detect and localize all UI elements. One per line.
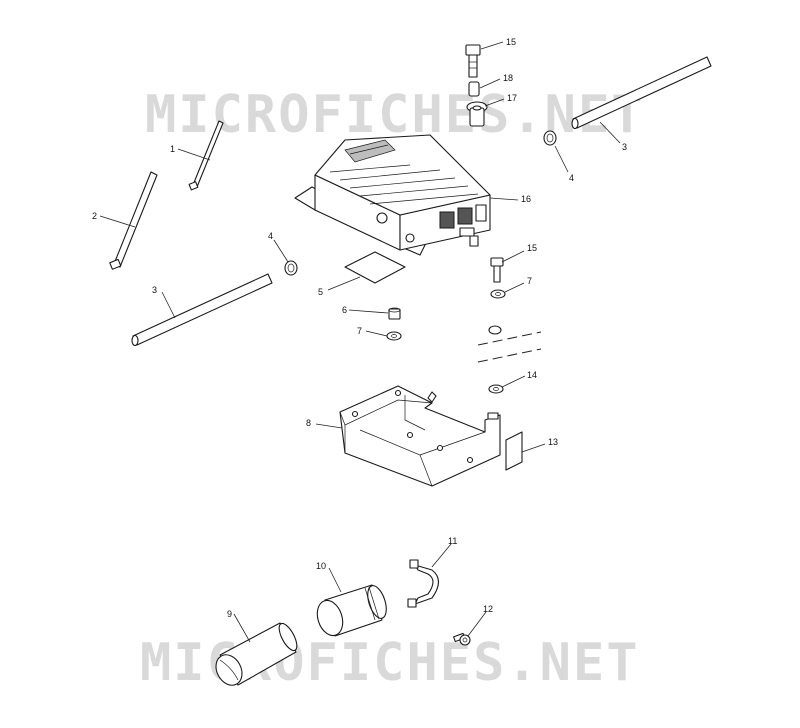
part-pad-5: [344, 251, 406, 284]
callout-10: 10: [316, 561, 326, 571]
callout-4-right: 4: [569, 173, 574, 183]
callout-12: 12: [483, 604, 493, 614]
callout-6: 6: [342, 305, 347, 315]
callout-5: 5: [318, 287, 323, 297]
part-ecu-16: [294, 134, 491, 256]
part-washer-14: [488, 384, 504, 394]
part-clip-4-left: [284, 260, 298, 276]
callout-2: 2: [92, 211, 97, 221]
part-tube-3-left: [131, 273, 273, 347]
part-clamp-11: [407, 559, 440, 608]
part-nut-6: [388, 307, 401, 320]
watermark-top: MICROFICHES.NET: [145, 85, 645, 145]
callout-15-top: 15: [506, 37, 516, 47]
part-fitting-12: [453, 632, 471, 646]
part-rod-1: [188, 120, 224, 191]
part-grommet-17: [466, 101, 488, 127]
callout-9: 9: [227, 609, 232, 619]
part-gasket-13: [505, 431, 523, 471]
part-washer-7-left: [386, 331, 402, 341]
callout-7-left: 7: [357, 326, 362, 336]
leader-lines: [99, 41, 621, 643]
callout-3-right: 3: [622, 142, 627, 152]
callout-15-lower: 15: [527, 243, 537, 253]
part-clip-4-right: [543, 130, 557, 146]
callout-11: 11: [448, 536, 457, 546]
callout-13: 13: [548, 437, 558, 447]
part-spacer-18: [468, 81, 480, 97]
callout-7-right: 7: [527, 276, 532, 286]
dashed-leader: [477, 331, 542, 363]
part-canister-10: [316, 584, 387, 637]
part-bolt-15-lower: [490, 257, 504, 283]
part-washer-7-right: [490, 289, 506, 299]
callout-1: 1: [170, 144, 175, 154]
part-oring: [488, 325, 502, 335]
callout-17: 17: [507, 93, 517, 103]
part-rod-2: [109, 171, 158, 270]
part-tube-3-right: [571, 56, 712, 130]
part-bolt-15-top: [465, 44, 481, 78]
callout-18: 18: [503, 73, 513, 83]
callout-4-left: 4: [268, 231, 273, 241]
callout-8: 8: [306, 418, 311, 428]
part-bracket-8: [339, 385, 501, 487]
watermark-bottom: MICROFICHES.NET: [140, 633, 640, 693]
part-sleeve-9: [215, 622, 298, 686]
callout-3-left: 3: [152, 285, 157, 295]
callout-16: 16: [521, 194, 531, 204]
callout-labels: 15 18 17 3 4 1 2 16 4 15 7 5 3 6 7 14 8 …: [92, 37, 627, 619]
callout-14: 14: [527, 370, 537, 380]
